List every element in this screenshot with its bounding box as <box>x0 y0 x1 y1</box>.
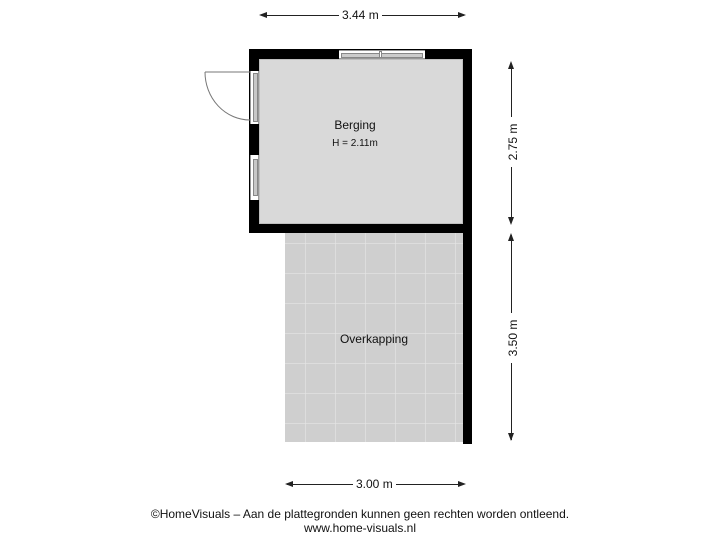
right-wall-extension <box>463 233 472 444</box>
room-height-berging: H = 2.11m <box>332 138 378 149</box>
dimension-label-right-upper: 2.75 m <box>506 117 520 167</box>
arrow-down-icon <box>508 217 514 225</box>
arrow-up-icon <box>508 61 514 69</box>
door-swing-icon <box>204 71 251 121</box>
berging-floor <box>259 59 463 224</box>
arrow-right-icon <box>458 481 466 487</box>
overkapping-floor <box>285 233 463 442</box>
dimension-label-top: 3.44 m <box>339 8 382 22</box>
arrow-right-icon <box>458 12 466 18</box>
window-top <box>339 50 425 59</box>
room-name-berging: Berging <box>334 118 376 132</box>
arrow-left-icon <box>259 12 267 18</box>
arrow-left-icon <box>285 481 293 487</box>
footer-disclaimer: ©HomeVisuals – Aan de plattegronden kunn… <box>150 507 570 521</box>
arrow-down-icon <box>508 433 514 441</box>
dimension-label-right-lower: 3.50 m <box>506 313 520 363</box>
arrow-up-icon <box>508 233 514 241</box>
footer-url: www.home-visuals.nl <box>303 521 417 535</box>
window-left <box>250 155 259 200</box>
room-name-overkapping: Overkapping <box>339 332 409 346</box>
door-opening <box>250 71 259 124</box>
dimension-label-bottom: 3.00 m <box>353 477 396 491</box>
